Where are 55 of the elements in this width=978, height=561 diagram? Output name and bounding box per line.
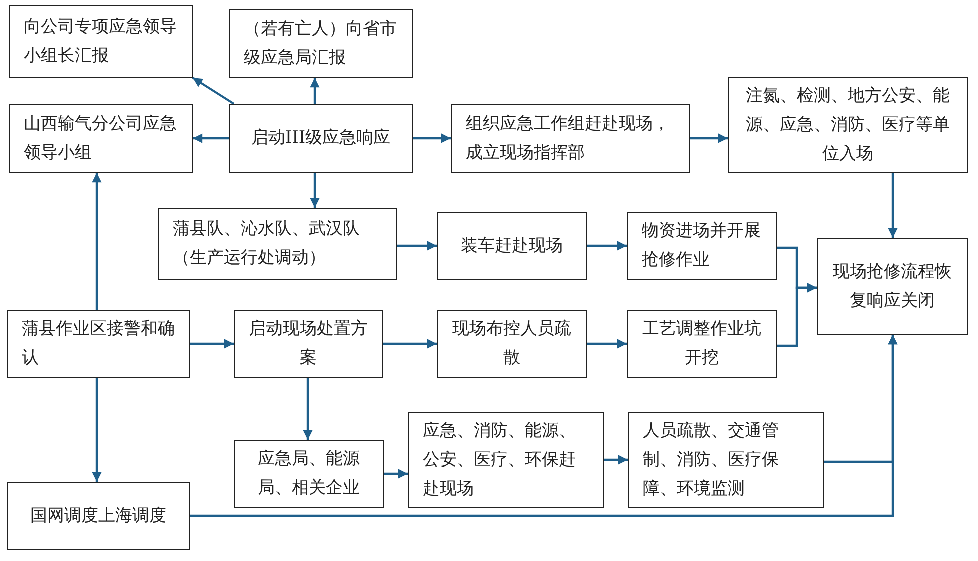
arrow	[303, 378, 313, 440]
process-box	[9, 5, 193, 78]
arrow	[690, 134, 728, 144]
box-label: 蒲县作业区接警和确认	[22, 318, 175, 370]
box-label: 山西输气分公司应急领导小组	[24, 112, 178, 164]
arrow	[413, 134, 451, 144]
box-label: （若有亡人）向省市级应急局汇报	[244, 18, 398, 70]
process-box	[451, 104, 690, 173]
arrow	[777, 283, 817, 348]
process-box	[728, 77, 968, 173]
process-box	[408, 412, 604, 508]
arrow	[192, 77, 235, 105]
arrow	[587, 241, 627, 251]
process-box	[229, 9, 413, 78]
box-label: 现场布控人员疏散	[452, 318, 572, 370]
box-label: 国网调度上海调度	[30, 504, 168, 528]
arrow	[397, 241, 437, 251]
process-box	[627, 212, 777, 280]
box-label: 组织应急工作组赶赴现场，成立现场指挥部	[466, 112, 671, 164]
arrow	[190, 335, 898, 518]
arrow	[190, 339, 234, 349]
arrow	[92, 378, 102, 482]
box-label: 应急局、能源局、相关企业	[257, 448, 361, 500]
arrow	[92, 173, 102, 310]
arrow	[587, 339, 627, 349]
box-label: 应急、消防、能源、公安、医疗、环保赶赴现场	[423, 420, 577, 500]
arrow	[193, 134, 229, 144]
process-box	[7, 310, 190, 378]
arrow	[310, 78, 320, 104]
box-label: 蒲县队、沁水队、武汉队（生产运行处调动）	[173, 218, 361, 270]
arrow	[604, 455, 628, 465]
process-box	[628, 412, 824, 508]
box-label: 向公司专项应急领导小组长汇报	[24, 16, 178, 68]
box-label: 启动现场处置方案	[249, 318, 368, 370]
box-label: 现场抢修流程恢复响应关闭	[832, 260, 953, 312]
process-box	[437, 212, 587, 280]
box-label: 注氮、检测、地方公安、能源、应急、消防、医疗等单位入场	[745, 84, 951, 166]
arrow	[310, 173, 320, 208]
box-label: 装车赶赴现场	[460, 234, 564, 258]
process-box	[234, 440, 384, 508]
box-label: 启动III级应急响应	[250, 127, 392, 150]
arrow	[384, 469, 408, 479]
process-box	[234, 310, 383, 378]
box-label: 人员疏散、交通管制、消防、医疗保障、环境监测	[643, 420, 780, 500]
process-box	[437, 310, 587, 378]
process-box	[229, 104, 413, 173]
process-box	[158, 208, 397, 280]
process-box	[7, 482, 190, 550]
process-box	[627, 310, 777, 378]
arrow	[888, 173, 898, 238]
process-box	[817, 238, 968, 335]
process-box	[9, 104, 193, 173]
box-label: 工艺调整作业坑开挖	[642, 318, 762, 370]
box-label: 物资进场并开展抢修作业	[642, 220, 762, 272]
arrow	[383, 339, 437, 349]
